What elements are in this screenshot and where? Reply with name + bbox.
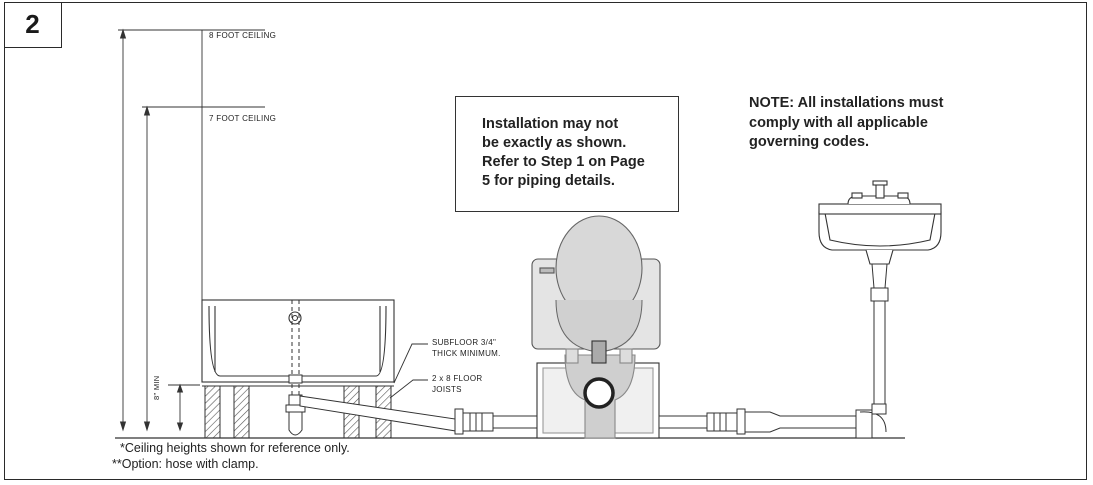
codes-note: NOTE: All installations must comply with… (749, 95, 944, 150)
subfloor-label-line2: THICK MINIMUM. (432, 349, 501, 358)
subfloor-label-line1: SUBFLOOR 3/4" (432, 338, 497, 347)
installation-callout-box: Installation may not be exactly as shown… (455, 96, 679, 212)
ceiling-dimension-lines (118, 28, 265, 432)
ceiling-8ft-label: 8 FOOT CEILING (209, 31, 277, 40)
ceiling-7ft-label: 7 FOOT CEILING (209, 114, 277, 123)
inlet-coupling (454, 408, 542, 435)
installation-callout-text: Installation may not be exactly as shown… (482, 116, 645, 189)
figure-frame (4, 2, 1087, 480)
label-leaders (389, 343, 428, 399)
joists-label-line2: JOISTS (432, 385, 462, 394)
footnote-option: **Option: hose with clamp. (112, 457, 259, 471)
footnote-ceiling: *Ceiling heights shown for reference onl… (120, 441, 350, 455)
joists-label-line1: 2 x 8 FLOOR (432, 374, 483, 383)
shower-base (201, 299, 395, 387)
min-height-label: 8" MIN (152, 375, 161, 400)
discharge-pipe (658, 263, 889, 439)
macerator-unit (536, 340, 660, 439)
step-number: 2 (4, 2, 62, 48)
sink (818, 180, 942, 265)
